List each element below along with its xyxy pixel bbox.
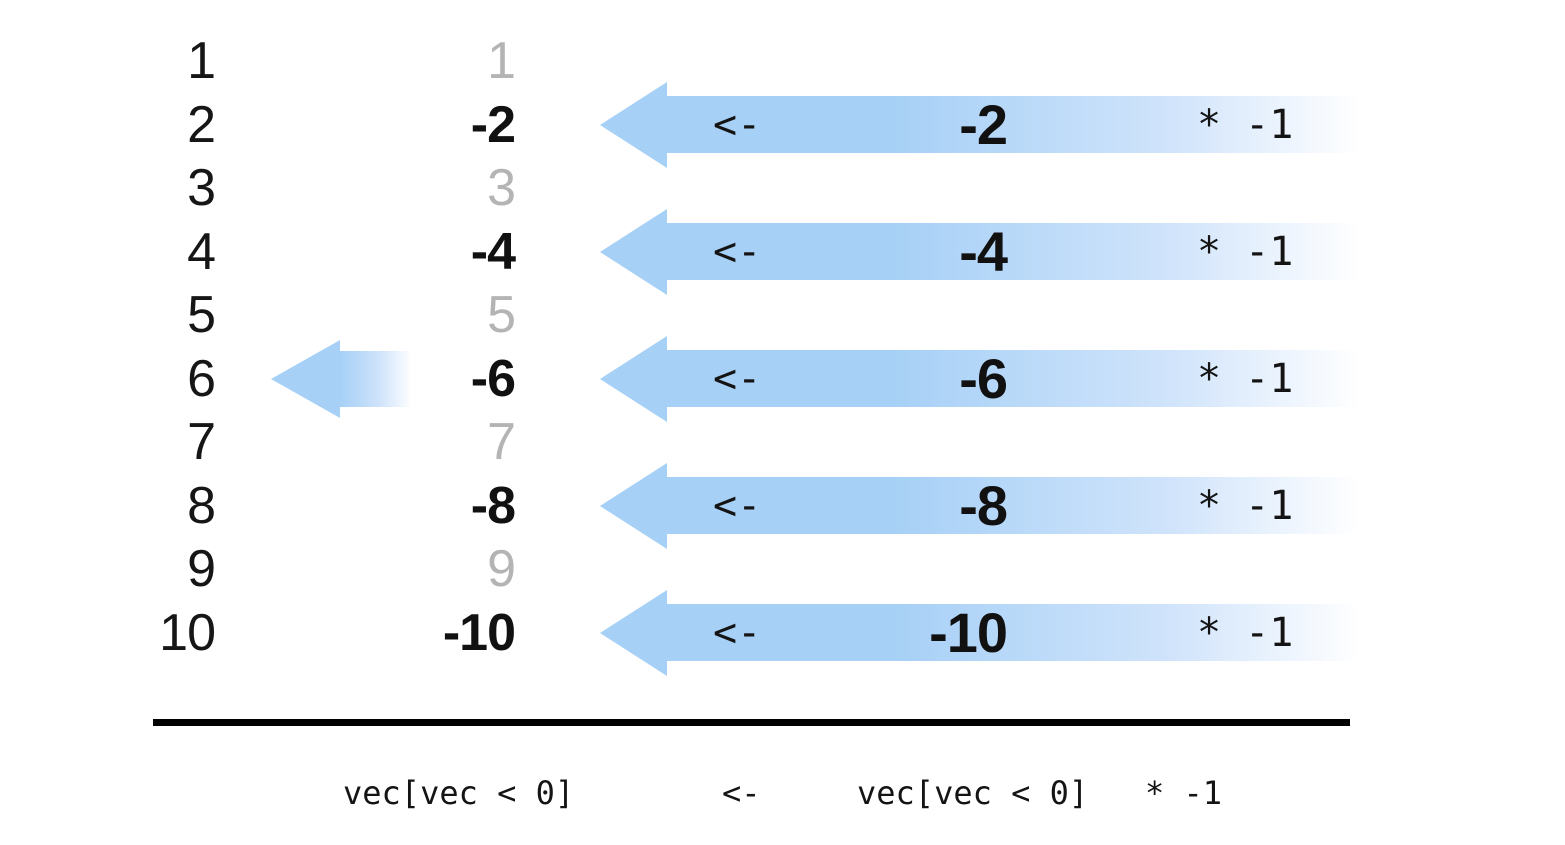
divider-line — [153, 719, 1350, 726]
arrow-value: -4 — [959, 219, 1008, 283]
row-index-label: 6 — [187, 349, 216, 408]
small-left-arrow — [271, 339, 412, 418]
row-value-label: 7 — [487, 413, 516, 471]
row-value-label: -6 — [470, 349, 516, 408]
row-value-label: -10 — [442, 603, 516, 662]
assignment-arrow-row: <- -10 * -1 — [600, 589, 1360, 676]
arrow-assign-operator: <- — [713, 482, 762, 529]
left-arrow-head-icon — [600, 462, 667, 549]
arrow-multiply-operator: * -1 — [1197, 609, 1294, 656]
left-arrow-head-icon — [600, 589, 667, 676]
arrow-body — [667, 223, 1360, 280]
row-value-label: 9 — [487, 540, 516, 598]
arrow-value: -10 — [929, 600, 1008, 664]
arrow-value: -8 — [959, 473, 1008, 537]
row-value-label: 3 — [487, 159, 516, 217]
arrow-multiply-operator: * -1 — [1197, 482, 1294, 529]
arrow-body — [667, 477, 1360, 534]
arrow-assign-operator: <- — [713, 228, 762, 275]
arrow-body — [667, 96, 1360, 153]
row-index-label: 3 — [187, 159, 216, 217]
row-value-label: -2 — [470, 95, 516, 154]
row-value-label: 1 — [487, 32, 516, 90]
code-lhs: vec[vec < 0] — [343, 774, 575, 812]
left-arrow-head-icon — [600, 208, 667, 295]
assignment-arrow-row: <- -8 * -1 — [600, 462, 1360, 549]
row-value-label: 5 — [487, 286, 516, 344]
left-arrow-head-icon — [271, 339, 340, 418]
arrow-assign-operator: <- — [713, 355, 762, 402]
arrow-body — [667, 604, 1360, 661]
row-index-label: 5 — [187, 286, 216, 344]
code-rhs: vec[vec < 0] — [857, 774, 1089, 812]
row-index-label: 10 — [159, 603, 216, 662]
row-index-label: 4 — [187, 222, 216, 281]
row-index-label: 1 — [187, 32, 216, 90]
arrow-assign-operator: <- — [713, 609, 762, 656]
arrow-body — [340, 350, 412, 407]
left-arrow-head-icon — [600, 335, 667, 422]
assignment-arrow-row: <- -4 * -1 — [600, 208, 1360, 295]
arrow-multiply-operator: * -1 — [1197, 228, 1294, 275]
arrow-multiply-operator: * -1 — [1197, 101, 1294, 148]
row-index-label: 8 — [187, 476, 216, 535]
row-value-label: -8 — [470, 476, 516, 535]
assignment-arrow-row: <- -2 * -1 — [600, 81, 1360, 168]
row-index-label: 9 — [187, 540, 216, 598]
arrow-value: -6 — [959, 346, 1008, 410]
row-index-label: 2 — [187, 95, 216, 154]
arrow-value: -2 — [959, 92, 1008, 156]
row-value-label: -4 — [470, 222, 516, 281]
left-arrow-head-icon — [600, 81, 667, 168]
arrow-multiply-operator: * -1 — [1197, 355, 1294, 402]
code-multiply-operator: * -1 — [1145, 774, 1223, 812]
arrow-assign-operator: <- — [713, 101, 762, 148]
row-index-label: 7 — [187, 413, 216, 471]
code-assign-operator: <- — [722, 774, 761, 812]
arrow-body — [667, 350, 1360, 407]
assignment-arrow-row: <- -6 * -1 — [600, 335, 1360, 422]
